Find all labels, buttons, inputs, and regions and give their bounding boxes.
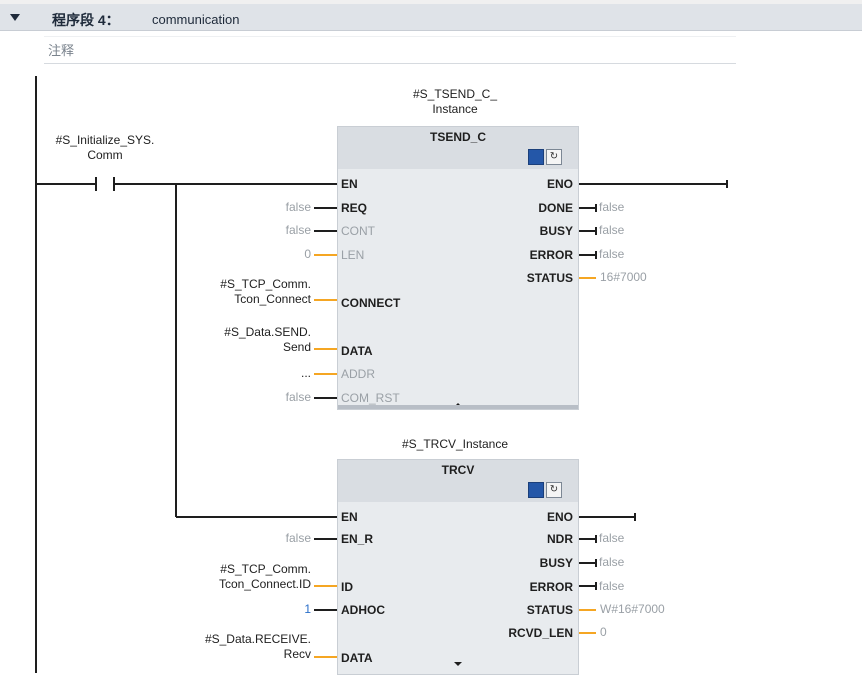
block-online-icon[interactable] bbox=[528, 149, 544, 165]
tsend-pin-busy: BUSY bbox=[539, 224, 573, 238]
trcv-block[interactable]: TRCV ↻ bbox=[337, 459, 579, 675]
trcv-pin-busy: BUSY bbox=[539, 556, 573, 570]
tsend-pin-eno: ENO bbox=[546, 177, 573, 191]
contact-operand-line1: #S_Initialize_SYS. bbox=[55, 133, 155, 147]
expand-down-icon[interactable] bbox=[454, 662, 462, 666]
tsend-pin-len: LEN bbox=[341, 248, 365, 262]
tsend-pin-addr: ADDR bbox=[341, 367, 376, 381]
contact-operand[interactable]: #S_Initialize_SYS. Comm bbox=[30, 133, 180, 163]
tsend-data-operand[interactable]: #S_Data.SEND. Send bbox=[160, 325, 311, 355]
tsend-block-header: TSEND_C ↻ bbox=[338, 127, 578, 169]
trcv-busy-value[interactable]: false bbox=[599, 555, 625, 569]
trcv-instance-label[interactable]: #S_TRCV_Instance bbox=[401, 437, 509, 451]
tsend-instance-line1: #S_TSEND_C_ bbox=[412, 87, 498, 101]
tsend-len-value[interactable]: 0 bbox=[304, 247, 311, 261]
trcv-rcvd-len-value[interactable]: 0 bbox=[600, 625, 607, 639]
trcv-pin-data: DATA bbox=[341, 651, 373, 665]
tsend-addr-value[interactable]: ... bbox=[300, 366, 311, 380]
trcv-block-header: TRCV ↻ bbox=[338, 460, 578, 502]
top-strip bbox=[0, 0, 862, 4]
trcv-pin-eno: ENO bbox=[546, 510, 573, 524]
tsend-pin-error: ERROR bbox=[529, 248, 573, 262]
trcv-id-line1: #S_TCP_Comm. bbox=[220, 562, 311, 576]
tsend-cont-value[interactable]: false bbox=[285, 223, 311, 237]
trcv-error-value[interactable]: false bbox=[599, 579, 625, 593]
trcv-pin-ndr: NDR bbox=[547, 532, 573, 546]
tsend-pin-com-rst: COM_RST bbox=[341, 391, 400, 405]
tsend-status-value[interactable]: 16#7000 bbox=[600, 270, 647, 284]
tsend-connect-line1: #S_TCP_Comm. bbox=[220, 277, 311, 291]
trcv-en-r-value[interactable]: false bbox=[285, 531, 311, 545]
tsend-busy-value[interactable]: false bbox=[599, 223, 625, 237]
tsend-instance-label[interactable]: #S_TSEND_C_ Instance bbox=[380, 87, 530, 117]
tsend-data-line2: Send bbox=[282, 340, 311, 354]
tsend-pin-status: STATUS bbox=[526, 271, 573, 285]
trcv-pin-rcvd-len: RCVD_LEN bbox=[508, 626, 573, 640]
trcv-ndr-value[interactable]: false bbox=[599, 531, 625, 545]
tsend-req-value[interactable]: false bbox=[285, 200, 311, 214]
trcv-pin-status: STATUS bbox=[526, 603, 573, 617]
trcv-data-line2: Recv bbox=[283, 647, 311, 661]
network-header[interactable]: 程序段 4： communication bbox=[0, 4, 862, 31]
trcv-data-line1: #S_Data.RECEIVE. bbox=[204, 632, 311, 646]
trcv-adhoc-value[interactable]: 1 bbox=[304, 602, 311, 616]
tsend-pin-en: EN bbox=[341, 177, 358, 191]
contact-operand-line2: Comm bbox=[87, 148, 123, 162]
comment-placeholder: 注释 bbox=[48, 43, 75, 58]
trcv-status-value[interactable]: W#16#7000 bbox=[600, 602, 665, 616]
trcv-pin-error: ERROR bbox=[529, 580, 573, 594]
trcv-monitor-icon[interactable]: ↻ bbox=[546, 482, 562, 498]
tsend-pin-req: REQ bbox=[341, 201, 368, 215]
trcv-block-title: TRCV bbox=[441, 463, 475, 477]
tsend-connect-line2: Tcon_Connect bbox=[234, 292, 311, 306]
trcv-pin-en: EN bbox=[341, 510, 358, 524]
trcv-id-line2: Tcon_Connect.ID bbox=[218, 577, 311, 591]
network-comment[interactable]: 注释 bbox=[44, 36, 736, 64]
trcv-pin-adhoc: ADHOC bbox=[341, 603, 385, 617]
tsend-instance-line2: Instance bbox=[432, 102, 478, 116]
tsend-pin-connect: CONNECT bbox=[341, 296, 401, 310]
tsend-pin-done: DONE bbox=[538, 201, 573, 215]
block-monitor-icon[interactable]: ↻ bbox=[546, 149, 562, 165]
tsend-com-rst-value[interactable]: false bbox=[285, 390, 311, 404]
trcv-online-icon[interactable] bbox=[528, 482, 544, 498]
network-title: 程序段 4： bbox=[52, 12, 120, 28]
tsend-pin-data: DATA bbox=[341, 344, 373, 358]
tsend-connect-operand[interactable]: #S_TCP_Comm. Tcon_Connect bbox=[160, 277, 311, 307]
tsend-c-block[interactable]: TSEND_C ↻ bbox=[337, 126, 579, 410]
tsend-block-footer bbox=[338, 405, 578, 409]
trcv-id-operand[interactable]: #S_TCP_Comm. Tcon_Connect.ID bbox=[150, 562, 311, 592]
trcv-pin-en-r: EN_R bbox=[341, 532, 374, 546]
tsend-pin-cont: CONT bbox=[341, 224, 375, 238]
tsend-block-title: TSEND_C bbox=[429, 130, 486, 144]
tsend-data-line1: #S_Data.SEND. bbox=[224, 325, 311, 339]
tsend-done-value[interactable]: false bbox=[599, 200, 625, 214]
tsend-error-value[interactable]: false bbox=[599, 247, 625, 261]
trcv-pin-id: ID bbox=[341, 580, 353, 594]
network-name[interactable]: communication bbox=[152, 12, 240, 27]
collapse-caret-icon[interactable] bbox=[10, 14, 20, 21]
trcv-data-operand[interactable]: #S_Data.RECEIVE. Recv bbox=[150, 632, 311, 662]
